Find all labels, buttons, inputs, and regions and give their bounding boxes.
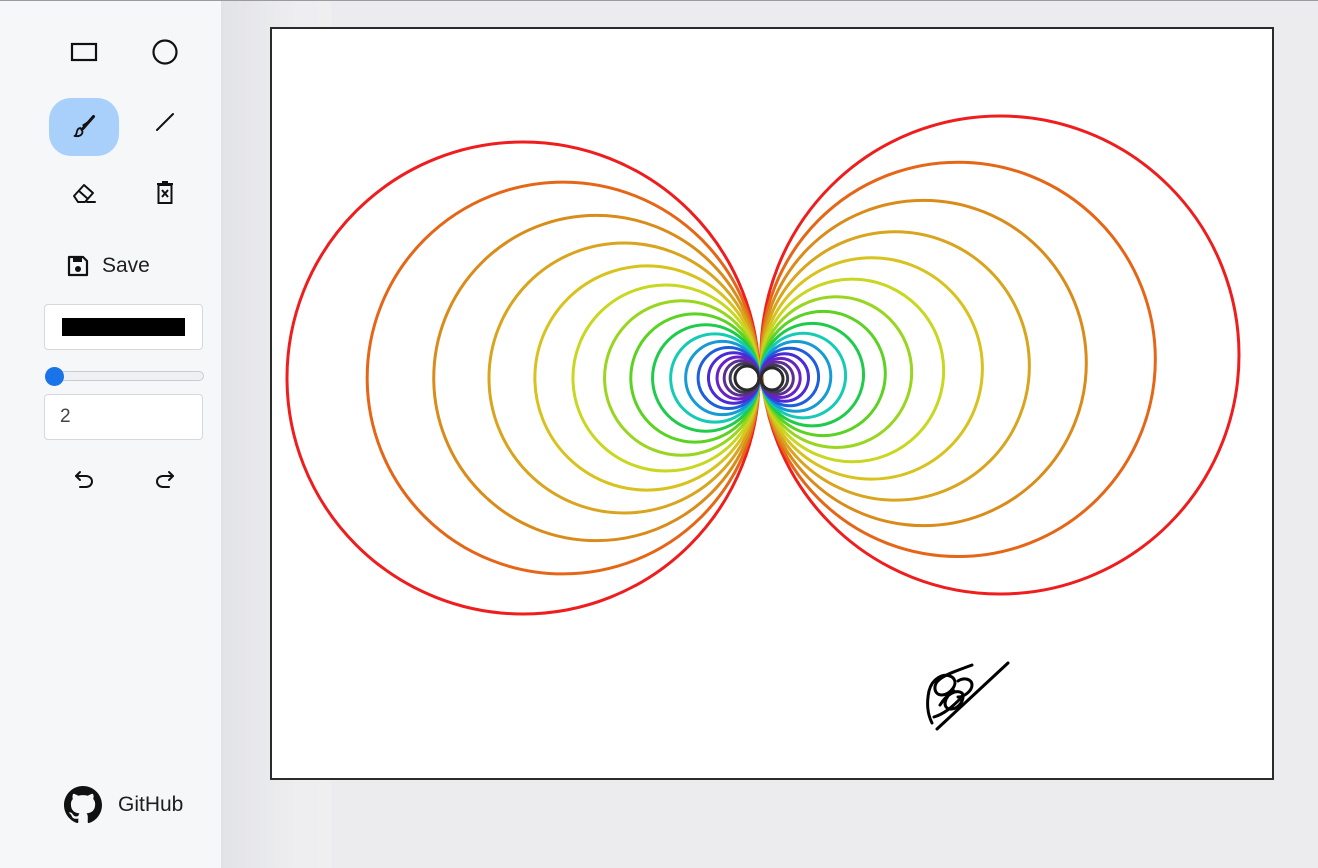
- clear-canvas-button[interactable]: [130, 164, 200, 222]
- brush-tool-button[interactable]: [49, 98, 119, 156]
- left-ring: [651, 323, 761, 433]
- trash-icon: [157, 181, 173, 204]
- right-ring: [759, 295, 914, 449]
- rectangle-icon: [70, 42, 98, 62]
- right-ring: [759, 114, 1241, 596]
- color-swatch: [62, 318, 185, 336]
- right-ring: [759, 230, 1031, 502]
- brush-size-input[interactable]: 2: [44, 394, 203, 440]
- eraser-tool-button[interactable]: [49, 164, 119, 222]
- github-label: GitHub: [118, 793, 184, 816]
- right-ring: [759, 160, 1157, 559]
- brush-size-slider-thumb[interactable]: [45, 367, 64, 386]
- drawing-canvas[interactable]: [270, 27, 1274, 780]
- left-ring: [432, 213, 761, 543]
- line-tool-button[interactable]: [130, 93, 200, 151]
- save-icon: [67, 255, 89, 277]
- right-ring: [759, 321, 866, 428]
- left-ring: [365, 180, 761, 576]
- canvas-drawing: [285, 114, 1241, 731]
- circle-icon: [152, 39, 178, 65]
- github-link[interactable]: GitHub: [64, 785, 183, 825]
- signature-scribble: [926, 661, 1010, 731]
- stroke-color-picker[interactable]: [44, 304, 203, 350]
- redo-icon: [155, 471, 174, 488]
- save-label: Save: [102, 254, 150, 277]
- left-ring: [285, 140, 761, 616]
- line-icon: [156, 113, 174, 131]
- brush-icon: [73, 115, 95, 138]
- right-ring: [759, 277, 946, 464]
- eraser-icon: [73, 184, 96, 203]
- right-ring: [759, 309, 887, 438]
- right-ring: [759, 198, 1088, 528]
- github-icon: [64, 786, 102, 824]
- left-ring: [669, 332, 761, 424]
- brush-size-slider[interactable]: [48, 371, 204, 381]
- circle-tool-button[interactable]: [130, 23, 200, 81]
- redo-button[interactable]: [130, 450, 200, 508]
- right-ring: [759, 256, 984, 481]
- sidebar: Save 2 GitHub: [0, 1, 221, 868]
- undo-button[interactable]: [49, 450, 119, 508]
- rectangle-tool-button[interactable]: [49, 23, 119, 81]
- left-ring: [629, 312, 761, 444]
- left-ring: [733, 364, 761, 392]
- right-ring: [759, 366, 785, 392]
- save-button[interactable]: Save: [66, 247, 150, 285]
- undo-icon: [75, 471, 94, 488]
